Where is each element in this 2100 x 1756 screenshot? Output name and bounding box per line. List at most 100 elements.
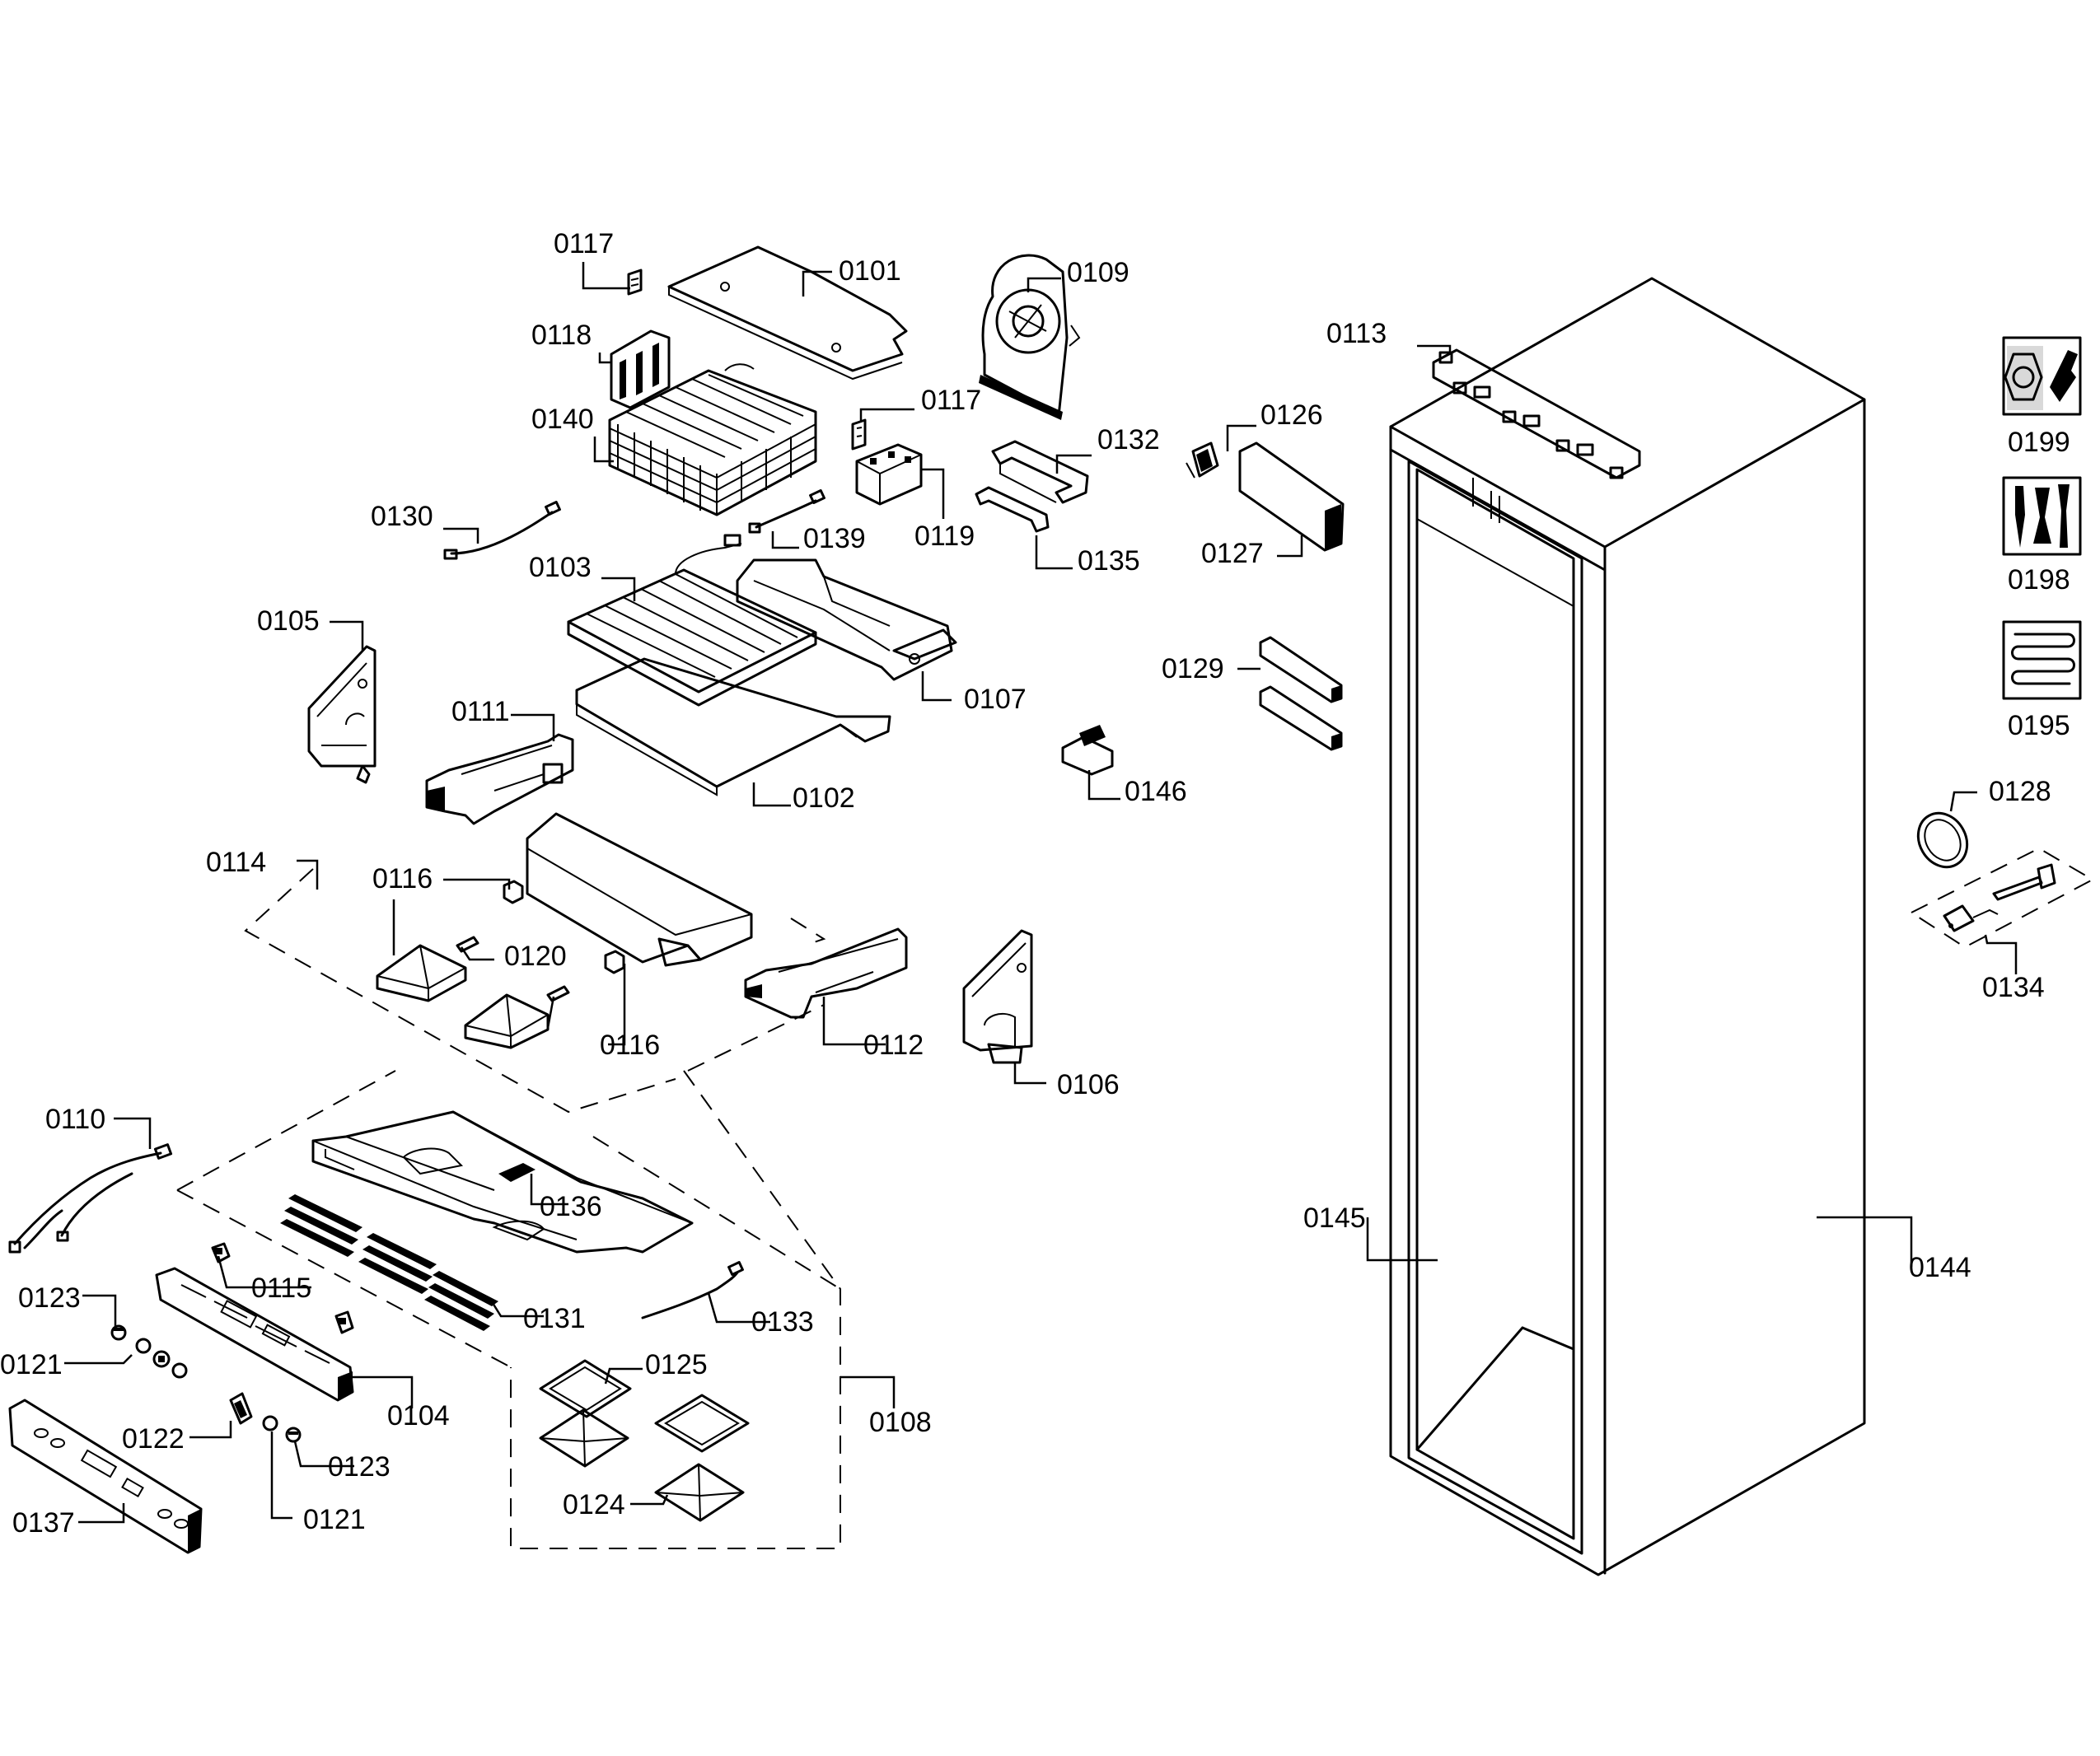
- part-0111-bracket: [425, 733, 574, 825]
- label-0116-a: 0116: [372, 863, 433, 894]
- part-0107-housing: [736, 558, 957, 681]
- leader-lines: [64, 262, 2018, 1524]
- part-0146-clip: [1061, 725, 1114, 776]
- label-0117-second: 0117: [921, 385, 981, 416]
- part-0195-refrigerant-icon: [2002, 620, 2082, 700]
- part-0140-evaporator: [608, 363, 817, 516]
- part-number-labels: 0117 0101 0109 0118 0140 0117 0132 0126 …: [0, 228, 2070, 1539]
- label-0120: 0120: [504, 941, 567, 972]
- label-0137: 0137: [12, 1507, 75, 1539]
- label-0199: 0199: [2008, 427, 2070, 458]
- part-0133-sensor-wire: [641, 1261, 744, 1319]
- label-0144: 0144: [1909, 1252, 1971, 1283]
- label-0121-a: 0121: [0, 1349, 63, 1380]
- part-0145-cabinet-inner: [1407, 460, 1583, 1555]
- label-0107: 0107: [964, 684, 1027, 715]
- label-0126: 0126: [1260, 399, 1323, 431]
- part-0131-strips: [280, 1194, 498, 1331]
- label-0109: 0109: [1067, 257, 1130, 288]
- dashed-outline-0108: [176, 1070, 841, 1549]
- label-0112: 0112: [863, 1030, 924, 1061]
- label-0198: 0198: [2008, 564, 2070, 595]
- label-0103: 0103: [529, 552, 592, 583]
- part-hood-a: [376, 944, 467, 1002]
- part-0104-control-panel: [155, 1267, 354, 1402]
- part-0129-strips: [1259, 636, 1343, 751]
- part-0123-screw-a: [110, 1324, 127, 1341]
- part-0134-hardware-kit: [1909, 847, 2095, 949]
- part-0198-tools-icon: [2002, 476, 2082, 556]
- part-0135-handle: [975, 486, 1050, 533]
- label-0121-b: 0121: [303, 1504, 366, 1535]
- label-0119: 0119: [914, 521, 975, 552]
- part-0125-filter-a: [539, 1359, 632, 1418]
- part-0128-ring: [1916, 811, 1969, 869]
- label-0106: 0106: [1057, 1069, 1120, 1100]
- part-0105-side-hinge: [307, 645, 377, 784]
- part-0118-bracket: [610, 329, 671, 409]
- label-0132: 0132: [1097, 424, 1160, 455]
- part-0102-drip-tray: [575, 657, 891, 796]
- part-0120-pin-b: [546, 985, 570, 1002]
- part-0121-knobs-a: [135, 1338, 188, 1379]
- label-0114: 0114: [206, 847, 266, 878]
- part-0115-clip-a: [211, 1242, 231, 1263]
- label-0101: 0101: [839, 255, 901, 287]
- part-0110-wire-harness: [8, 1143, 173, 1254]
- part-0132-handle: [991, 440, 1089, 504]
- label-0123-a: 0123: [18, 1282, 81, 1314]
- label-0111: 0111: [451, 696, 510, 727]
- part-0119-block: [855, 443, 923, 506]
- part-0113-hinge-plate: [1432, 348, 1641, 479]
- label-0139: 0139: [803, 523, 866, 554]
- part-hood-b: [464, 993, 550, 1049]
- label-0129: 0129: [1162, 653, 1224, 684]
- part-0124-filter-b: [654, 1463, 745, 1522]
- label-0110: 0110: [45, 1104, 105, 1135]
- label-0123-b: 0123: [328, 1451, 391, 1483]
- label-0127: 0127: [1201, 538, 1264, 569]
- label-0117-top: 0117: [554, 228, 614, 259]
- part-0123-screw-b: [285, 1427, 302, 1443]
- part-0117-clip-second: [851, 418, 867, 451]
- part-0137-fascia: [8, 1399, 203, 1554]
- part-0121-knob-b: [262, 1415, 278, 1431]
- dashed-outline-0114: [244, 868, 826, 1114]
- part-0125-filter-b: [654, 1394, 750, 1453]
- label-0135: 0135: [1078, 545, 1140, 577]
- part-0136-chassis-frame: [311, 1110, 694, 1254]
- part-0103-tray-grid: [567, 534, 817, 707]
- part-0116-cube-b: [604, 950, 625, 974]
- part-0117-clip-top: [627, 269, 643, 296]
- part-0126-switch: [1186, 441, 1219, 479]
- label-0108: 0108: [869, 1407, 932, 1438]
- part-0127-panel: [1238, 441, 1345, 552]
- part-0120-pin-a: [456, 936, 479, 953]
- label-0105: 0105: [257, 605, 320, 637]
- label-0122: 0122: [122, 1423, 185, 1455]
- label-0104: 0104: [387, 1400, 450, 1431]
- label-0145: 0145: [1303, 1203, 1366, 1234]
- part-0122-knob: [229, 1392, 253, 1425]
- part-0199-tools-icon: [2002, 336, 2082, 416]
- label-0146: 0146: [1125, 776, 1187, 807]
- part-0115-clip-b: [334, 1310, 354, 1334]
- part-0124-filter-a: [539, 1408, 629, 1468]
- label-0124: 0124: [563, 1489, 625, 1520]
- label-0140: 0140: [531, 404, 594, 435]
- part-0139-sensor-wire: [748, 489, 826, 534]
- label-0115: 0115: [251, 1273, 311, 1304]
- label-0195: 0195: [2008, 710, 2070, 741]
- label-0130: 0130: [371, 501, 433, 532]
- label-0102: 0102: [793, 782, 855, 814]
- label-0136: 0136: [540, 1191, 602, 1222]
- part-0112-bracket: [744, 927, 908, 1019]
- part-0101-cover-plate: [667, 245, 908, 381]
- part-0114-duct-cover: [526, 812, 753, 967]
- part-0106-side-hinge: [962, 929, 1033, 1064]
- label-0118: 0118: [531, 320, 592, 351]
- label-0125: 0125: [645, 1349, 708, 1380]
- label-0131: 0131: [523, 1303, 586, 1334]
- part-0116-cube-a: [503, 880, 524, 904]
- part-0130-sensor-wire: [443, 501, 561, 560]
